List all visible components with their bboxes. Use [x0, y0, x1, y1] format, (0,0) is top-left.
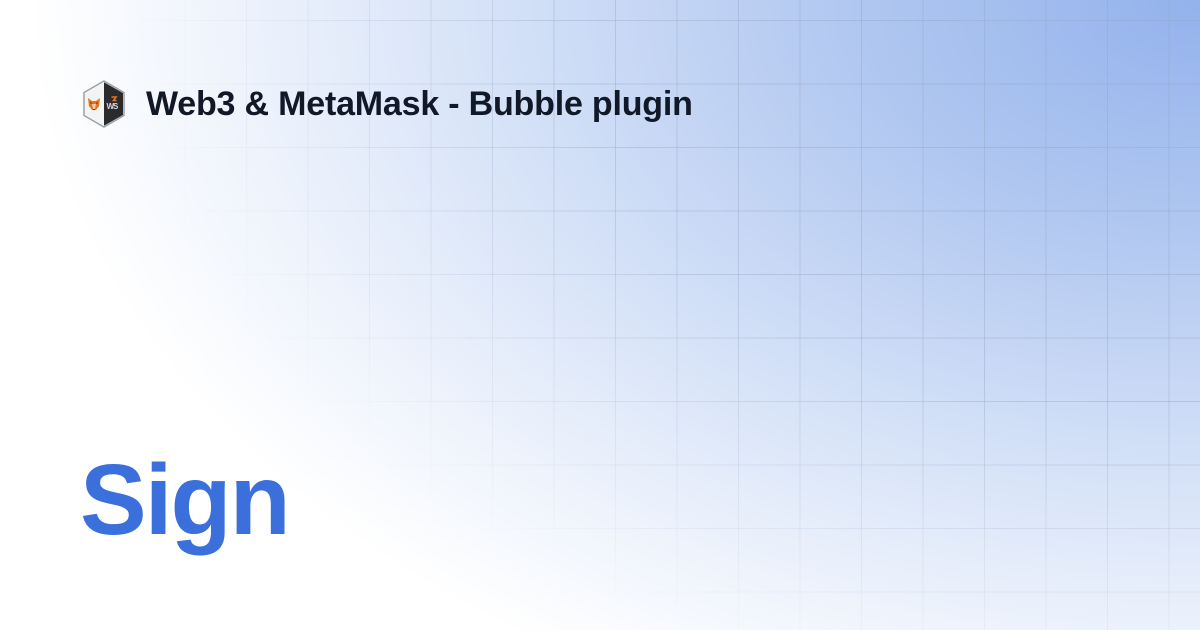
- header: W S Web3 & MetaMask - Bubble plugin: [82, 80, 693, 128]
- svg-text:S: S: [113, 102, 119, 111]
- page-title: Web3 & MetaMask - Bubble plugin: [146, 85, 693, 123]
- headline-sign: Sign: [80, 444, 291, 556]
- svg-text:W: W: [107, 102, 115, 111]
- web3-metamask-logo-icon: W S: [82, 80, 126, 128]
